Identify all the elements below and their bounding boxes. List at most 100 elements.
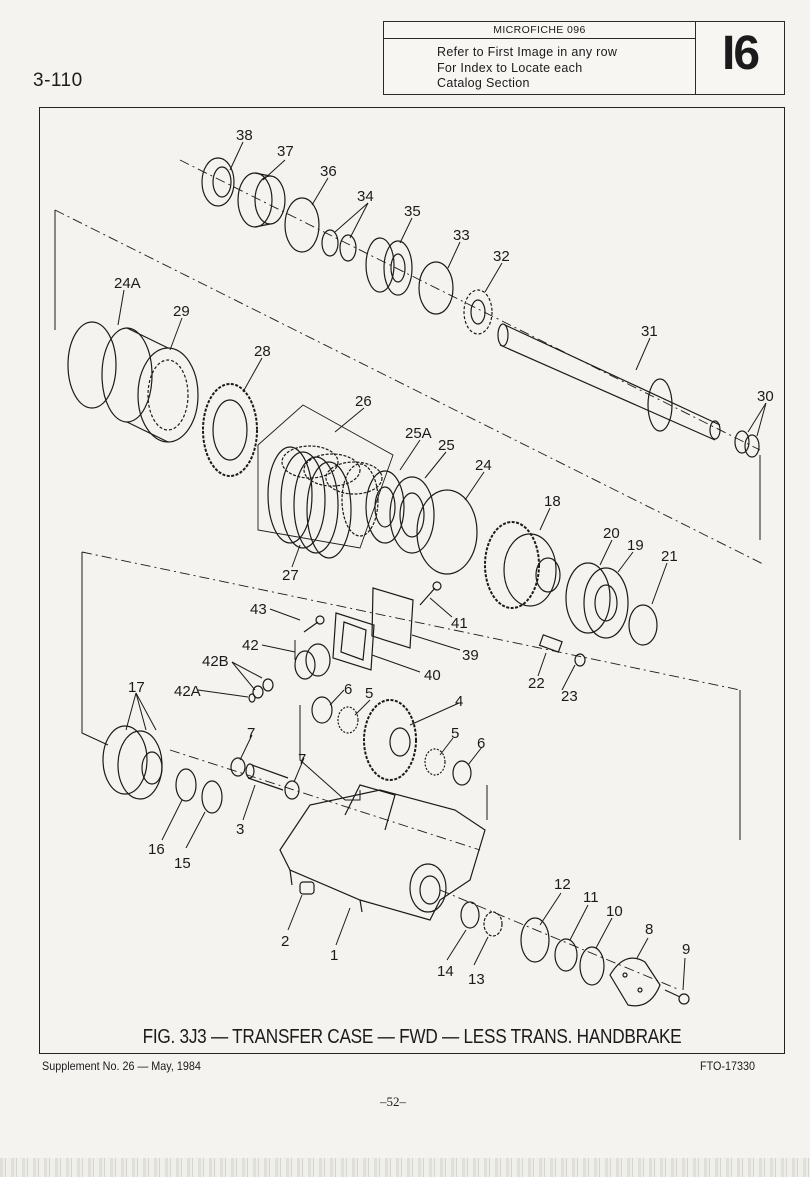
callout-41: 41 (451, 615, 468, 632)
part-37-cap (237, 172, 286, 228)
callout-40: 40 (424, 667, 441, 684)
part-15-ring (201, 780, 223, 814)
callout-13: 13 (468, 971, 485, 988)
callout-8: 8 (645, 921, 653, 938)
part-28-hub-gear (202, 383, 258, 477)
callout-12: 12 (554, 876, 571, 893)
catalog-number: FTO-17330 (700, 1059, 756, 1073)
microfiche-box: MICROFICHE 096 Refer to First Image in a… (383, 21, 785, 95)
part-12-seal (520, 917, 550, 963)
part-26-27-clutch-plates (257, 404, 394, 559)
part-17-sheave (102, 725, 163, 800)
callout-1: 1 (330, 947, 338, 964)
callout-21: 21 (661, 548, 678, 565)
fiche-divider (695, 22, 696, 94)
callout-38: 38 (236, 127, 253, 144)
leader-lines (117, 141, 767, 991)
callout-22: 22 (528, 675, 545, 692)
part-6-washer (452, 760, 472, 786)
part-29-clutch-drum (101, 327, 199, 443)
part-4-gear (363, 699, 417, 781)
part-32-roller-bearing (463, 289, 493, 335)
callout-25a: 25A (405, 425, 432, 442)
part-7-washer (284, 780, 300, 800)
callout-27: 27 (282, 567, 299, 584)
callout-labels: 3837363435333224A292831302625A2524182019… (114, 127, 774, 988)
figure-caption: FIG. 3J3 — TRANSFER CASE — FWD — LESS TR… (142, 1026, 682, 1048)
bracket-lines (54, 210, 761, 840)
part-35-bearing (365, 237, 413, 296)
part-38-seal (201, 157, 235, 207)
callout-7: 7 (247, 725, 255, 742)
part-18-gear (484, 521, 561, 609)
callout-24: 24 (475, 457, 492, 474)
callout-3: 3 (236, 821, 244, 838)
axis-lines (54, 159, 766, 991)
callout-31: 31 (641, 323, 658, 340)
part-40-gasket (332, 612, 375, 671)
part-16-ring (175, 768, 197, 802)
callout-20: 20 (603, 525, 620, 542)
part-42-shifter (248, 643, 331, 703)
callout-43: 43 (250, 601, 267, 618)
callout-4: 4 (455, 693, 463, 710)
callout-15: 15 (174, 855, 191, 872)
callout-35: 35 (404, 203, 421, 220)
callout-19: 19 (627, 537, 644, 554)
callout-28: 28 (254, 343, 271, 360)
callout-18: 18 (544, 493, 561, 510)
part-21-ring (628, 604, 658, 646)
part-20-19-bearing (565, 562, 629, 639)
part-22-pin (538, 634, 563, 653)
part-25-plate (389, 476, 435, 554)
part-7-washer (230, 757, 246, 777)
part-41-bolt (419, 581, 442, 606)
callout-26: 26 (355, 393, 372, 410)
callout-36: 36 (320, 163, 337, 180)
callout-9: 9 (682, 941, 690, 958)
callout-11: 11 (583, 889, 599, 906)
callout-33: 33 (453, 227, 470, 244)
callout-42a: 42A (174, 683, 201, 700)
part-13-nut (483, 911, 503, 937)
callout-24a: 24A (114, 275, 141, 292)
callout-6: 6 (344, 681, 352, 698)
part-6-washer (311, 696, 333, 724)
callout-37: 37 (277, 143, 294, 160)
callout-34: 34 (357, 188, 374, 205)
fiche-instruction-line: Catalog Section (437, 76, 530, 90)
part-30-snap-rings (734, 430, 760, 458)
callout-23: 23 (561, 688, 578, 705)
fiche-code: I6 (721, 27, 760, 80)
callout-25: 25 (438, 437, 455, 454)
scan-edge-strip (0, 1158, 810, 1177)
part-24-ring (416, 489, 478, 575)
part-14-washer (460, 901, 480, 929)
part-39-cover (371, 587, 414, 649)
part-3-shaft (245, 763, 289, 791)
part-34-rings (321, 229, 357, 262)
callout-6: 6 (477, 735, 485, 752)
figure-frame (39, 107, 785, 1054)
part-8-cover (609, 957, 661, 1007)
part-1-transfer-case (279, 784, 486, 921)
part-10-ring (579, 946, 605, 986)
callout-42b: 42B (202, 653, 229, 670)
part-36-ring (284, 197, 320, 253)
callout-42: 42 (242, 637, 259, 654)
callout-5: 5 (451, 725, 459, 742)
part-23-washer (574, 653, 586, 667)
callout-30: 30 (757, 388, 774, 405)
part-11-ring (554, 938, 578, 972)
callout-10: 10 (606, 903, 623, 920)
part-25a-plate (365, 470, 405, 544)
callout-29: 29 (173, 303, 190, 320)
fiche-instruction-line: For Index to Locate each (437, 61, 583, 75)
part-31-output-shaft (497, 323, 721, 441)
supplement-note: Supplement No. 26 — May, 1984 (42, 1059, 201, 1073)
part-43-bolt (303, 615, 325, 633)
callout-7: 7 (298, 751, 306, 768)
part-5-roller (424, 748, 446, 776)
part-9-bolt (664, 989, 690, 1005)
